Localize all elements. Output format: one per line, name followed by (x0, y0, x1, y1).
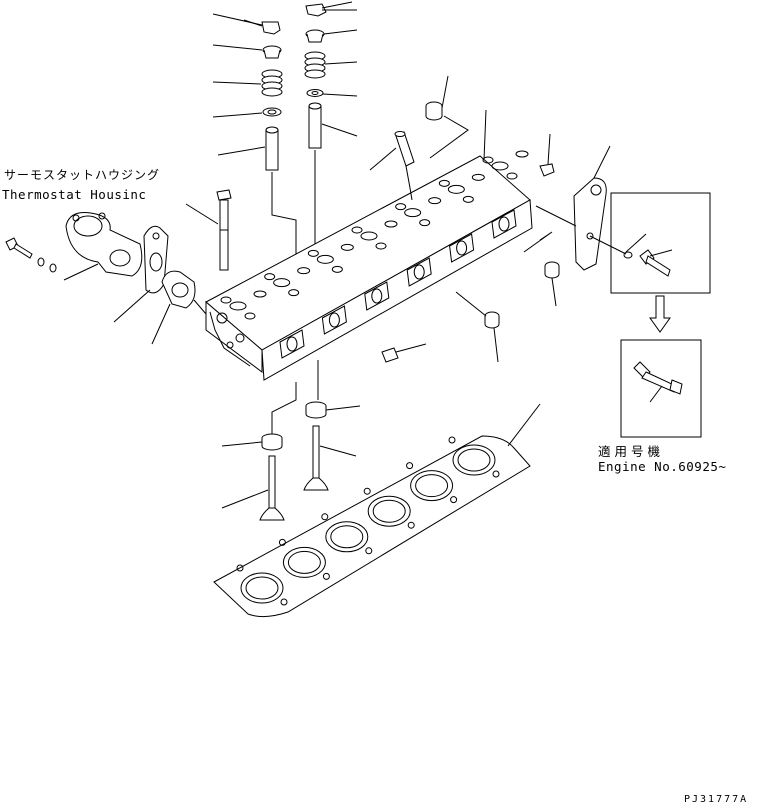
gasket-hole (363, 487, 371, 495)
gasket-hole (448, 436, 456, 444)
down-arrow-icon (649, 295, 671, 333)
bolt-hole (264, 273, 276, 281)
applicable-model-label: 適用号機 (598, 444, 665, 459)
valve-seat (340, 243, 354, 251)
valve-seat (515, 150, 529, 158)
gasket-hole (236, 564, 244, 572)
gasket-bore-inner (415, 474, 449, 498)
gasket-hole (492, 470, 500, 478)
valve-seat (471, 173, 485, 181)
gasket-bore (367, 495, 411, 527)
thermostat-housing (5, 212, 207, 345)
bolt-hole (419, 219, 431, 227)
valve-seat (384, 220, 398, 228)
port-opening (498, 216, 510, 232)
detail-box-bracket-bolt (589, 192, 711, 294)
bolt-hole (331, 265, 343, 273)
bolt-hole (244, 312, 256, 320)
bolt-hole (351, 226, 363, 234)
bolt-hole (506, 172, 518, 180)
gasket-bore-inner (330, 525, 364, 549)
gasket-bore-inner (287, 550, 321, 574)
gasket-bore (410, 470, 454, 502)
valve-seat (229, 301, 247, 311)
side-plugs (381, 231, 560, 363)
bolt-hole (307, 249, 319, 257)
valve-seat (273, 278, 291, 288)
valve-train-left (212, 13, 297, 290)
cylinder-head (205, 150, 533, 381)
gasket-hole (280, 598, 288, 606)
gasket-bore (452, 444, 496, 476)
valve-seat (360, 231, 378, 241)
bolt-hole (288, 289, 300, 297)
gasket-hole (407, 521, 415, 529)
bolt-hole (395, 203, 407, 211)
thermostat-housing-label-jp: サーモスタットハウジング (4, 168, 161, 182)
valves-lower (221, 360, 361, 521)
gasket-bore-inner (245, 576, 279, 600)
engine-serial-label: Engine No.60925~ (598, 459, 727, 474)
port-opening (456, 240, 468, 256)
detail-box-bolt-new (620, 339, 702, 438)
exhaust-port (491, 209, 517, 239)
gasket-hole (365, 547, 373, 555)
valve-train-right (304, 1, 358, 290)
exhaust-port (406, 257, 432, 287)
valve-seat (428, 197, 442, 205)
exhaust-port (321, 305, 347, 335)
port-opening (371, 288, 383, 304)
gasket-hole (406, 462, 414, 470)
expansion-plug-top (369, 75, 555, 201)
thermostat-housing-label-en: Thermostat Housinc (2, 187, 147, 202)
gasket-bore-inner (372, 499, 406, 523)
valve-seat (447, 184, 465, 194)
bolt-hole (438, 179, 450, 187)
gasket-bore (325, 521, 369, 553)
bolt-hole (375, 242, 387, 250)
port-opening (413, 264, 425, 280)
bolt-hole (220, 296, 232, 304)
exhaust-port (364, 281, 390, 311)
lifting-bracket (535, 145, 611, 271)
gasket-hole (450, 496, 458, 504)
gasket-hole (322, 572, 330, 580)
head-bolt (185, 189, 232, 271)
valve-seat (297, 267, 311, 275)
gasket-bore (240, 572, 284, 604)
port-opening (286, 336, 298, 352)
bolt-hole (482, 156, 494, 164)
valve-seat (253, 290, 267, 298)
head-gasket (213, 403, 541, 618)
gasket-bore (282, 546, 326, 578)
exhaust-port (279, 329, 305, 359)
valve-seat (491, 161, 509, 171)
drawing-number: PJ31777A (684, 794, 749, 805)
gasket-hole (321, 513, 329, 521)
bolt-hole (462, 195, 474, 203)
gasket-bore-inner (457, 448, 491, 472)
valve-seat (316, 254, 334, 264)
gasket-hole (278, 538, 286, 546)
exhaust-port (449, 233, 475, 263)
port-opening (328, 312, 340, 328)
valve-seat (404, 208, 422, 218)
